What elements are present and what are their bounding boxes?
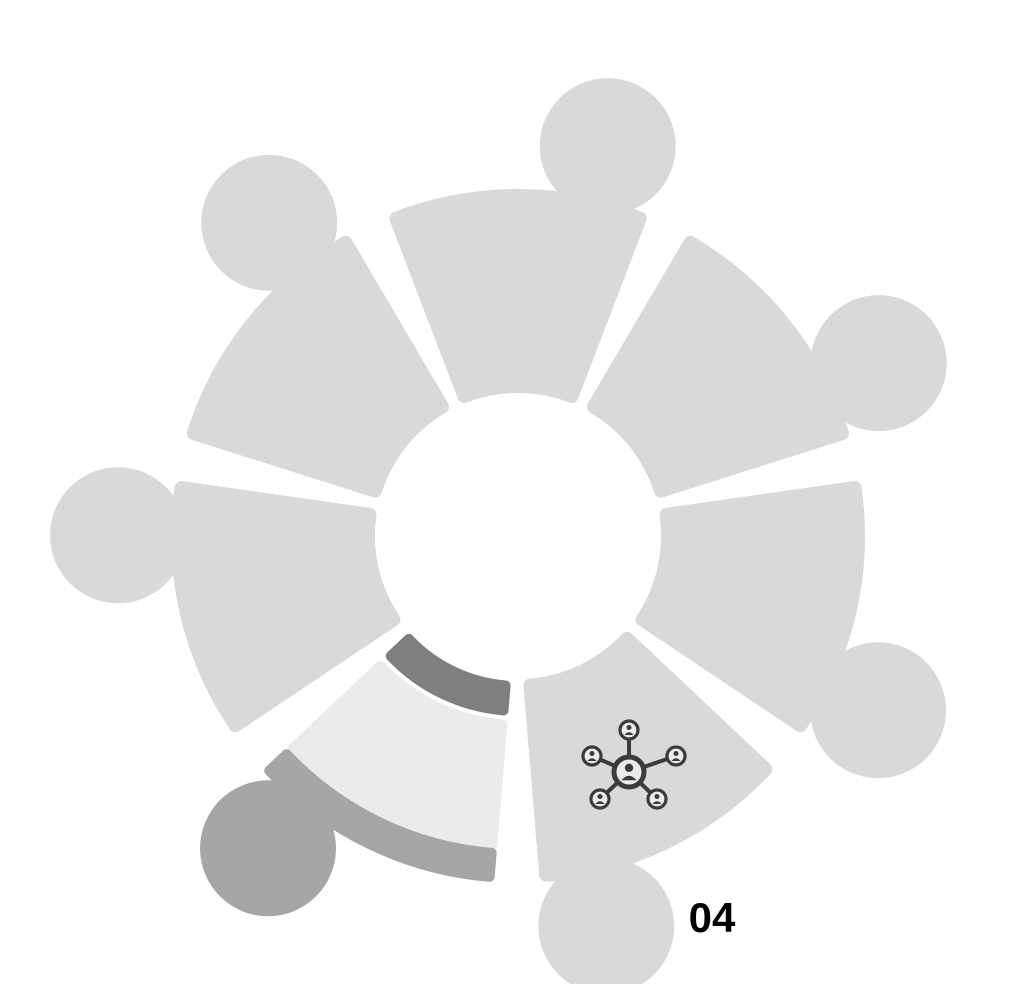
segment-body [396,196,639,396]
segment-5 [50,467,393,725]
segment-knob [201,155,337,291]
segment-knob [811,295,947,431]
segment-6 [194,155,442,491]
segment-body [194,243,442,491]
segment-number-label: 04 [689,894,736,941]
segment-knob [540,78,676,214]
segment-number-circle [200,780,336,916]
segment-1 [594,243,947,491]
center-hole [380,398,656,674]
segment-knob [50,467,186,603]
segment-body [594,243,842,491]
segment-knob [810,642,946,778]
segments-layer [50,78,947,984]
